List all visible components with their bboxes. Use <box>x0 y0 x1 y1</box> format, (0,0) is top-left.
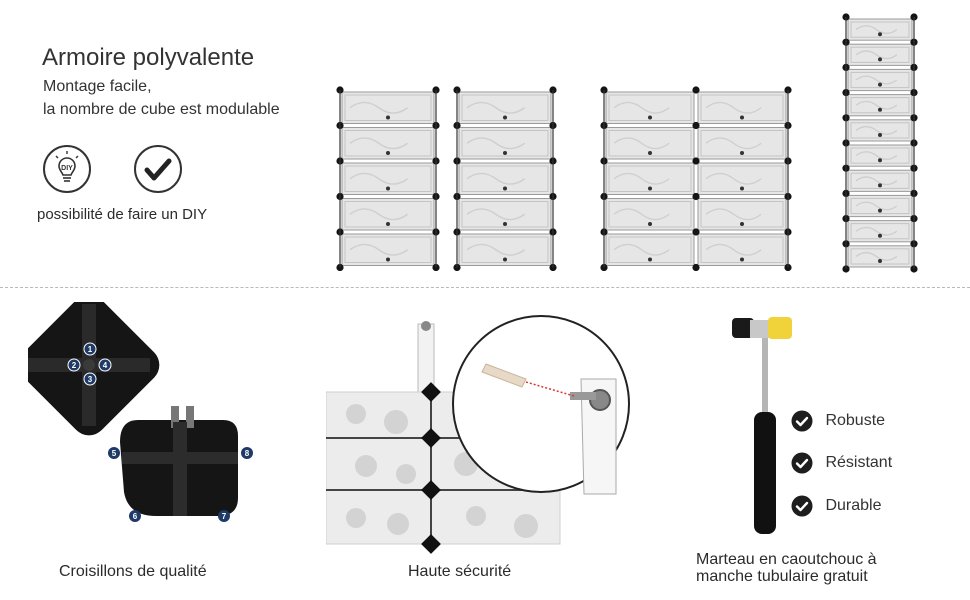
feature-label: Robuste <box>825 412 886 429</box>
rubber-mallet-illustration <box>728 312 796 537</box>
connector-caption: Croisillons de qualité <box>59 563 207 580</box>
cabinet-config-4 <box>841 12 919 274</box>
feature-robuste: Robuste <box>791 410 885 432</box>
hammer-caption: Marteau en caoutchouc à manche tubulaire… <box>696 551 877 585</box>
feature-label: Résistant <box>825 454 893 471</box>
checkmark-circle-icon <box>133 144 183 194</box>
check-circle-icon <box>791 410 813 432</box>
connector-number: 3 <box>88 375 93 384</box>
anti-tip-illustration <box>326 304 636 554</box>
section-divider <box>0 287 970 288</box>
connector-illustration: 1 2 3 4 5 6 7 8 <box>28 302 268 527</box>
diy-lightbulb-icon: DIY <box>42 144 92 194</box>
connector-number: 5 <box>112 449 117 458</box>
connector-number: 2 <box>72 361 77 370</box>
feature-label: Durable <box>825 497 882 514</box>
check-circle-icon <box>791 452 813 474</box>
connector-number: 6 <box>133 512 138 521</box>
connector-number: 7 <box>222 512 227 521</box>
check-circle-icon <box>791 495 813 517</box>
feature-durable: Durable <box>791 495 881 517</box>
cabinet-config-1 <box>336 85 440 271</box>
connector-number: 1 <box>88 345 93 354</box>
subtitle-line-2: la nombre de cube est modulable <box>43 101 280 118</box>
safety-caption: Haute sécurité <box>408 563 512 580</box>
connector-number: 4 <box>103 361 108 370</box>
subtitle-line-1: Montage facile, <box>43 78 152 95</box>
connector-number: 8 <box>245 449 250 458</box>
hammer-caption-line-1: Marteau en caoutchouc à <box>696 551 877 568</box>
feature-resistant: Résistant <box>791 452 892 474</box>
diy-badge-text: DIY <box>61 165 73 172</box>
diy-caption: possibilité de faire un DIY <box>37 206 208 223</box>
cabinet-config-3 <box>600 85 792 271</box>
hammer-caption-line-2: manche tubulaire gratuit <box>696 568 868 585</box>
cabinet-config-2 <box>453 85 557 271</box>
page-title: Armoire polyvalente <box>42 44 255 71</box>
